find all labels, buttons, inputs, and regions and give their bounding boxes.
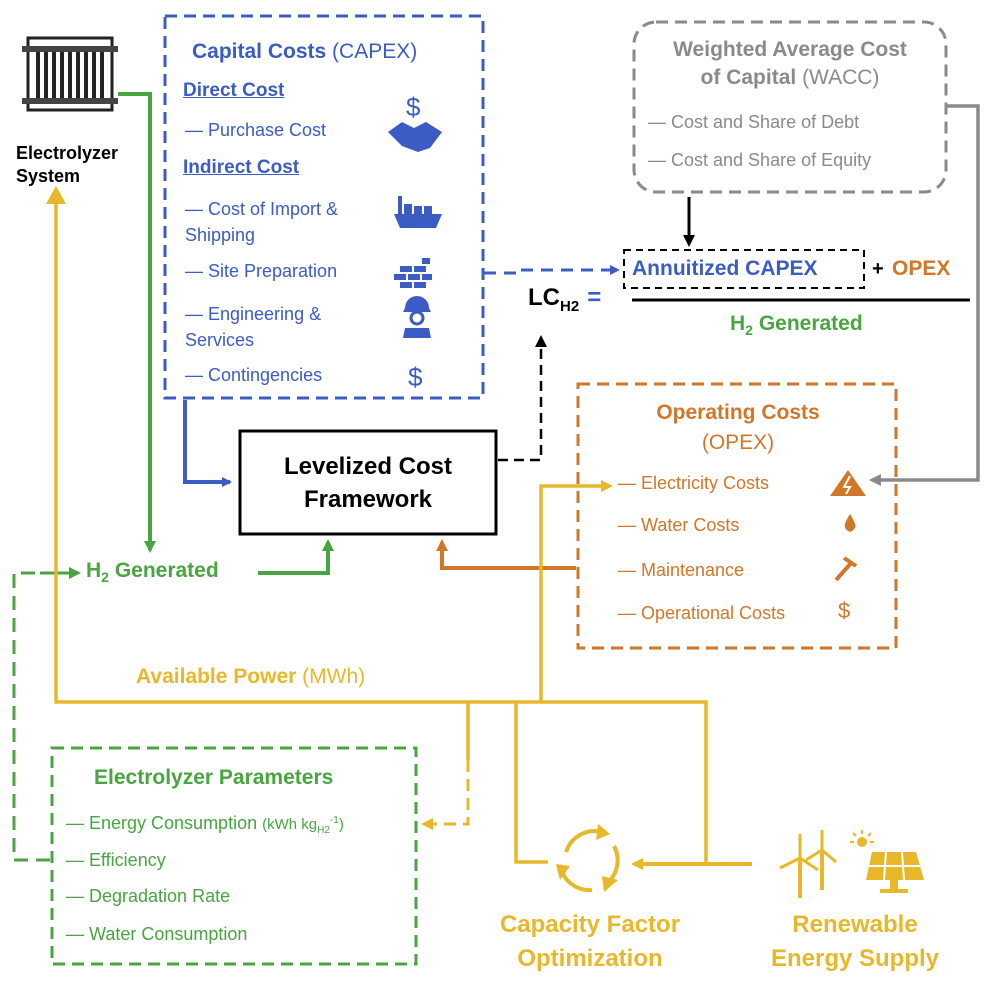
opex-item-operational: — Operational Costs bbox=[618, 603, 786, 623]
available-power-label: Available Power (MWh) bbox=[136, 665, 366, 688]
electrolyzer-icon bbox=[22, 36, 118, 112]
contingency-dollar-icon: $ bbox=[408, 362, 423, 392]
svg-text:$: $ bbox=[406, 92, 421, 122]
opex-item-maintenance: — Maintenance bbox=[618, 560, 745, 580]
capex-item-purchase: — Purchase Cost bbox=[185, 120, 327, 140]
h2-generated-label: H2 Generated bbox=[86, 559, 219, 586]
hammer-icon bbox=[834, 556, 858, 582]
formula-plus: + bbox=[872, 258, 884, 280]
param-water-consumption: — Water Consumption bbox=[66, 924, 248, 944]
yellow-to-energy-consumption bbox=[421, 760, 470, 830]
param-efficiency: — Efficiency bbox=[66, 850, 166, 870]
renewable-energy-label: Renewable Energy Supply bbox=[770, 911, 940, 972]
param-degradation: — Degradation Rate bbox=[66, 886, 231, 906]
electricity-warning-icon bbox=[830, 470, 866, 496]
capex-item-contingencies: — Contingencies bbox=[185, 365, 323, 385]
handshake-dollar-icon: $ bbox=[388, 92, 442, 152]
formula-denominator: H2 Generated bbox=[730, 312, 863, 339]
annuitized-capex-box bbox=[623, 249, 865, 289]
capex-box bbox=[163, 14, 485, 400]
framework-box bbox=[238, 429, 498, 536]
indirect-cost-heading: Indirect Cost bbox=[183, 157, 300, 178]
annuitized-capex: Annuitized CAPEX bbox=[632, 257, 818, 280]
capex-item-engineering: — Engineering & Services bbox=[185, 304, 322, 350]
levelized-cost-framework: Levelized Cost Framework bbox=[283, 453, 453, 513]
engineer-icon bbox=[403, 296, 431, 338]
capex-title: Capital Costs (CAPEX) bbox=[192, 40, 418, 63]
electrolyzer-system-label: Electrolyzer System bbox=[16, 143, 119, 186]
black-framework-to-lc bbox=[498, 335, 547, 462]
opex-item-electricity: — Electricity Costs bbox=[618, 473, 770, 493]
opex-item-water: — Water Costs bbox=[618, 515, 740, 535]
electrolyzer-params-title: Electrolyzer Parameters bbox=[94, 766, 334, 789]
blue-capex-to-framework bbox=[183, 400, 232, 487]
yellow-capacity-loop bbox=[468, 700, 708, 864]
green-params-loop bbox=[12, 571, 50, 862]
yellow-power-arrowhead bbox=[46, 186, 66, 204]
yellow-capacity-to-cf bbox=[514, 702, 548, 864]
green-h2-to-framework bbox=[258, 539, 334, 575]
wacc-item-equity: — Cost and Share of Equity bbox=[648, 150, 872, 170]
yellow-to-electricity bbox=[539, 480, 613, 702]
gray-wacc-to-electricity bbox=[869, 104, 980, 486]
blue-capex-to-annuitized bbox=[484, 265, 620, 275]
wacc-item-debt: — Cost and Share of Debt bbox=[648, 112, 860, 132]
opex-title: Operating Costs (OPEX) bbox=[656, 401, 820, 454]
solar-panel-icon bbox=[850, 830, 924, 893]
opex-box bbox=[576, 382, 898, 650]
formula-opex: OPEX bbox=[892, 257, 951, 280]
cargo-ship-icon bbox=[394, 196, 442, 228]
yellow-available-power bbox=[54, 190, 470, 760]
capex-item-import: — Cost of Import & Shipping bbox=[185, 199, 339, 245]
orange-opex-to-framework bbox=[436, 539, 576, 570]
param-energy-consumption: — Energy Consumption (kWh kgH2-1) bbox=[66, 813, 344, 836]
green-electrolyzer-connector bbox=[118, 92, 156, 553]
capacity-factor-label: Capacity Factor Optimization bbox=[499, 911, 681, 972]
direct-cost-heading: Direct Cost bbox=[183, 80, 285, 101]
water-drop-icon bbox=[844, 514, 856, 532]
electrolyzer-params-box bbox=[50, 746, 418, 966]
wind-turbine-icon bbox=[779, 830, 837, 898]
capex-item-site: — Site Preparation bbox=[185, 261, 338, 281]
wacc-title: Weighted Average Cost of Capital (WACC) bbox=[673, 38, 907, 89]
operational-dollar-icon: $ bbox=[838, 598, 850, 623]
brick-wall-icon bbox=[394, 258, 432, 288]
lc-h2-label: LCH2= bbox=[528, 284, 602, 315]
